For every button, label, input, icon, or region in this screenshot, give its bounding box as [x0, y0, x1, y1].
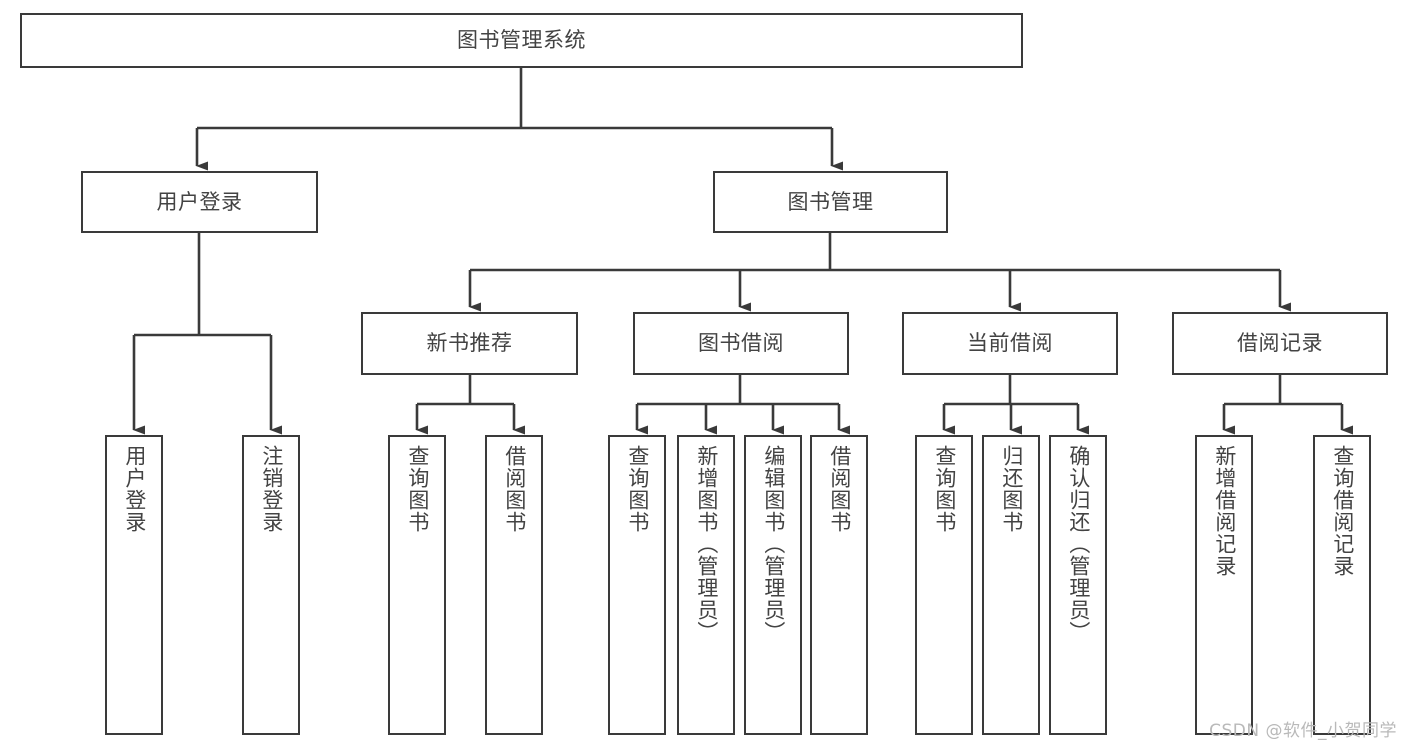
leaf-query-borrow-record-label: 查询借阅记录 [1330, 445, 1355, 577]
leaf-user-login[interactable]: 用户登录 [105, 435, 163, 735]
node-book-borrow[interactable]: 图书借阅 [633, 312, 849, 375]
leaf-return-book-label: 归还图书 [999, 445, 1024, 533]
leaf-borrow-book-recommend-label: 借阅图书 [502, 445, 527, 533]
leaf-edit-book-admin-label: 编辑图书（管理员） [761, 445, 786, 643]
leaf-borrow-book-label: 借阅图书 [827, 445, 852, 533]
node-book-management-label: 图书管理 [787, 189, 874, 214]
node-current-borrow[interactable]: 当前借阅 [902, 312, 1118, 375]
node-new-book-recommend-label: 新书推荐 [426, 331, 513, 356]
leaf-query-book-borrow-label: 查询图书 [625, 445, 650, 533]
leaf-add-borrow-record[interactable]: 新增借阅记录 [1195, 435, 1253, 735]
leaf-return-book[interactable]: 归还图书 [982, 435, 1040, 735]
node-current-borrow-label: 当前借阅 [967, 331, 1053, 356]
node-user-login-label: 用户登录 [156, 189, 243, 214]
node-new-book-recommend[interactable]: 新书推荐 [361, 312, 578, 375]
leaf-confirm-return-admin[interactable]: 确认归还（管理员） [1049, 435, 1107, 735]
leaf-add-book-admin[interactable]: 新增图书（管理员） [677, 435, 735, 735]
leaf-user-login-label: 用户登录 [122, 445, 147, 533]
leaf-query-book-current-label: 查询图书 [932, 445, 957, 533]
leaf-edit-book-admin[interactable]: 编辑图书（管理员） [744, 435, 802, 735]
leaf-query-book-current[interactable]: 查询图书 [915, 435, 973, 735]
leaf-query-book-recommend-label: 查询图书 [405, 445, 430, 533]
watermark: CSDN @软件_小贺同学 [1209, 721, 1397, 741]
leaf-logout-label: 注销登录 [259, 445, 284, 533]
leaf-add-borrow-record-label: 新增借阅记录 [1212, 445, 1237, 577]
node-borrow-record[interactable]: 借阅记录 [1172, 312, 1388, 375]
node-book-management[interactable]: 图书管理 [713, 171, 948, 233]
node-root[interactable]: 图书管理系统 [20, 13, 1023, 68]
leaf-add-book-admin-label: 新增图书（管理员） [694, 445, 719, 643]
node-user-login[interactable]: 用户登录 [81, 171, 318, 233]
leaf-logout[interactable]: 注销登录 [242, 435, 300, 735]
leaf-borrow-book-recommend[interactable]: 借阅图书 [485, 435, 543, 735]
leaf-confirm-return-admin-label: 确认归还（管理员） [1066, 445, 1091, 643]
node-book-borrow-label: 图书借阅 [698, 331, 784, 356]
node-root-label: 图书管理系统 [457, 28, 586, 53]
leaf-query-borrow-record[interactable]: 查询借阅记录 [1313, 435, 1371, 735]
leaf-query-book-recommend[interactable]: 查询图书 [388, 435, 446, 735]
leaf-borrow-book[interactable]: 借阅图书 [810, 435, 868, 735]
node-borrow-record-label: 借阅记录 [1237, 331, 1323, 356]
leaf-query-book-borrow[interactable]: 查询图书 [608, 435, 666, 735]
